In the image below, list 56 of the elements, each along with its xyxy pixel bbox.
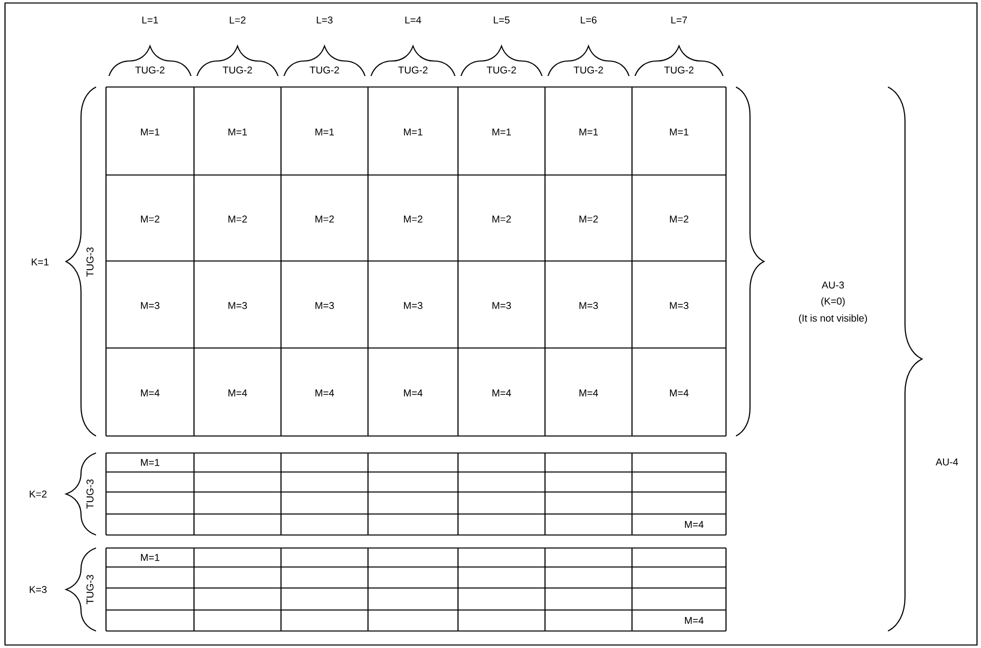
cell-text: M=4 xyxy=(492,390,512,396)
cell-text: M=3 xyxy=(404,302,422,310)
cell-text: M=2 xyxy=(404,216,422,222)
row-label: K=3 xyxy=(30,586,47,594)
brace-label: TUG-2 xyxy=(486,66,516,74)
cell-text: M=4 xyxy=(670,390,689,396)
cell-text: M=2 xyxy=(316,216,334,222)
cell-text: M=4 xyxy=(580,390,598,396)
column-label: L=1 xyxy=(142,16,158,24)
brace-label: TUG-2 xyxy=(398,66,428,74)
cell-text: M=1 xyxy=(492,128,511,136)
cell-text: M=4 xyxy=(685,521,704,528)
brace-label: AU-4 xyxy=(936,458,958,466)
cell-text: M=3 xyxy=(670,302,688,310)
row-label: K=1 xyxy=(32,258,49,266)
column-label: L=5 xyxy=(494,16,510,24)
brace-label: TUG-2 xyxy=(135,66,164,74)
brace-label: TUG-3 xyxy=(86,574,94,604)
cell-text: M=2 xyxy=(228,216,247,222)
cell-text: M=1 xyxy=(228,128,247,136)
cell-text: M=2 xyxy=(580,216,598,222)
cell-text: M=3 xyxy=(580,302,598,310)
brace-label: TUG-3 xyxy=(86,479,94,509)
brace-label: (K=0) xyxy=(821,297,845,307)
cell-text: M=1 xyxy=(141,128,160,136)
cell-text: M=2 xyxy=(141,216,160,222)
brace-label: AU-3 xyxy=(822,281,844,289)
brace-label: TUG-3 xyxy=(86,247,94,277)
column-label: L=7 xyxy=(671,16,687,24)
cell-text: M=4 xyxy=(141,390,160,396)
cell-text: M=2 xyxy=(670,216,688,222)
column-label: L=2 xyxy=(230,16,246,24)
cell-text: M=4 xyxy=(404,390,423,396)
cell-text: M=4 xyxy=(228,390,248,396)
cell-text: M=1 xyxy=(316,128,334,136)
cell-text: M=4 xyxy=(316,390,334,396)
cell-text: M=1 xyxy=(141,554,160,561)
cell-text: M=1 xyxy=(670,128,688,136)
cell-text: M=4 xyxy=(685,617,704,624)
brace-label: TUG-2 xyxy=(310,66,339,74)
cell-text: M=1 xyxy=(141,459,160,466)
column-label: L=4 xyxy=(405,16,422,24)
column-label: L=6 xyxy=(580,16,597,24)
cell-text: M=3 xyxy=(492,302,511,310)
cell-text: M=3 xyxy=(141,302,160,310)
cell-text: M=2 xyxy=(492,216,511,222)
brace-label: TUG-2 xyxy=(574,66,603,74)
cell-text: M=3 xyxy=(228,302,247,310)
brace-label: TUG-2 xyxy=(222,66,252,74)
brace-label: (It is not visible) xyxy=(799,314,867,324)
brace-label: TUG-2 xyxy=(664,66,694,74)
cell-text: M=3 xyxy=(316,302,334,310)
column-label: L=3 xyxy=(316,16,333,24)
row-label: K=2 xyxy=(30,490,47,498)
cell-text: M=1 xyxy=(404,128,422,136)
cell-text: M=1 xyxy=(580,128,598,136)
